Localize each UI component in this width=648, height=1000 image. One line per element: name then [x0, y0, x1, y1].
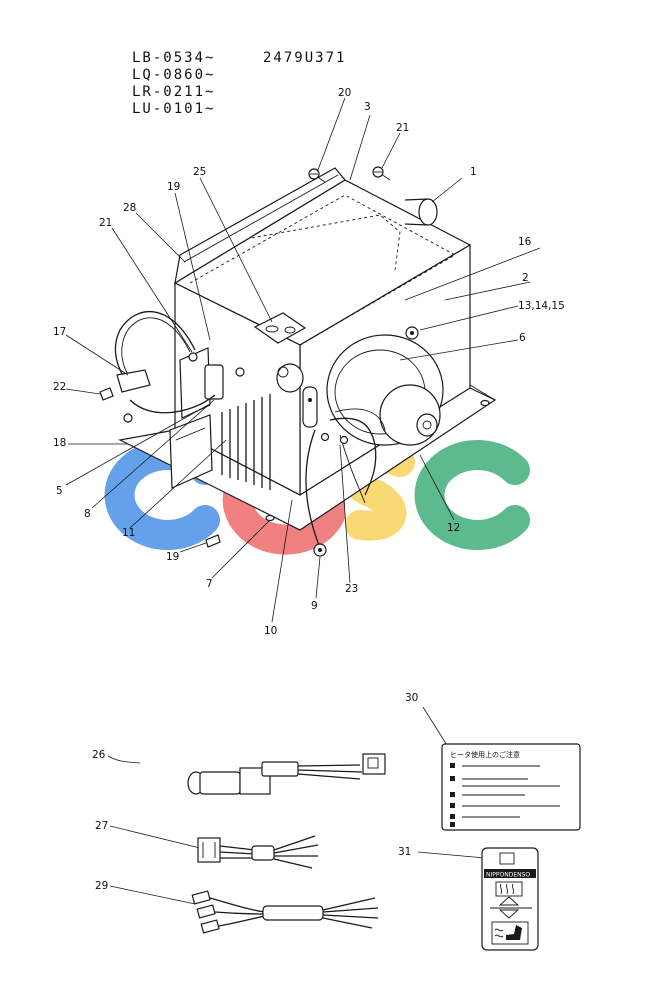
callout-3: 3 [364, 101, 371, 113]
blower-motor [326, 326, 444, 446]
arrow-up-icon [498, 896, 520, 906]
serial-range-4: LU-0101~ [132, 101, 216, 117]
callout-8: 8 [84, 508, 91, 520]
callout-11: 11 [122, 527, 136, 539]
drawing-number: 2479U371 [263, 50, 347, 66]
callout-27: 27 [95, 820, 109, 832]
caution-label-title: ヒータ使用上のご注意 [450, 750, 520, 759]
callout-19-top: 19 [167, 181, 181, 193]
callout-6: 6 [519, 332, 526, 344]
heater-core-fins [221, 394, 271, 490]
callout-13-14-15: 13,14,15 [518, 300, 565, 312]
watermark-letter-c2 [414, 440, 530, 550]
callout-22: 22 [53, 381, 67, 393]
part-27-harness [109, 825, 319, 869]
callout-21-left: 21 [99, 217, 113, 229]
callout-12: 12 [447, 522, 461, 534]
callout-17: 17 [53, 326, 67, 338]
callout-2: 2 [522, 272, 529, 284]
callout-21-top: 21 [396, 122, 410, 134]
callout-7: 7 [206, 578, 213, 590]
callout-26: 26 [92, 749, 106, 761]
wiring-harness [114, 171, 391, 557]
floor-heat-icon [491, 921, 529, 945]
brand-label-text: NIPPONDENSO [486, 872, 530, 879]
callout-30: 30 [405, 692, 419, 704]
defrost-icon [495, 881, 523, 897]
callout-20: 20 [338, 87, 352, 99]
callout-28: 28 [123, 202, 137, 214]
callout-29: 29 [95, 880, 109, 892]
serial-range-3: LR-0211~ [132, 84, 216, 100]
callout-10: 10 [264, 625, 278, 637]
callout-31: 31 [398, 846, 412, 858]
callout-9: 9 [311, 600, 318, 612]
fasteners [99, 166, 384, 423]
part-30-caution-label: ヒータ使用上のご注意 [422, 706, 581, 831]
callout-18: 18 [53, 437, 67, 449]
part-29-harness [109, 885, 379, 934]
callout-1: 1 [470, 166, 477, 178]
serial-range-2: LQ-0860~ [132, 67, 216, 83]
part-26-switch-harness [107, 753, 386, 795]
callout-25: 25 [193, 166, 207, 178]
part-31-control-label: NIPPONDENSO [417, 847, 539, 951]
callout-leaders [65, 97, 541, 623]
callout-23: 23 [345, 583, 359, 595]
callout-16: 16 [518, 236, 532, 248]
serial-range-1: LB-0534~ [132, 50, 216, 66]
arrow-down-icon [498, 909, 520, 919]
callout-5: 5 [56, 485, 63, 497]
callout-19-bottom: 19 [166, 551, 180, 563]
